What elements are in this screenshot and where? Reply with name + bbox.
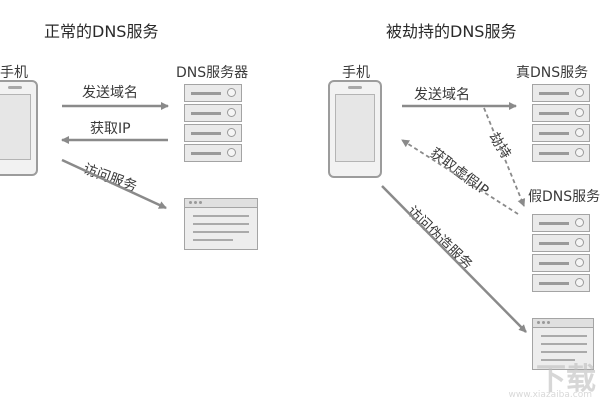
real-dns-server-label: 真DNS服务: [516, 65, 589, 81]
normal-visit-service-arrow: [61, 158, 167, 210]
visit-fake-service-arrow: [381, 185, 527, 333]
get-fake-ip-arrow: [401, 139, 519, 215]
normal-get-ip-label: 获取IP: [90, 121, 131, 137]
normal-dns-server: [184, 84, 242, 168]
normal-phone-label: 手机: [0, 65, 28, 81]
phone-speaker: [348, 86, 362, 89]
normal-send-domain-label: 发送域名: [82, 85, 138, 101]
hijacked-dns-title: 被劫持的DNS服务: [386, 22, 517, 41]
normal-server-label: DNS服务器: [176, 65, 249, 81]
normal-web-service: [184, 198, 258, 250]
hijacked-phone: [328, 80, 382, 178]
phone-screen: [0, 94, 31, 160]
fake-web-service: [532, 318, 594, 370]
hijack-arrow: [483, 107, 526, 207]
fake-dns-server-label: 假DNS服务: [528, 189, 600, 205]
phone-screen: [335, 94, 375, 162]
normal-dns-title: 正常的DNS服务: [44, 22, 159, 41]
phone-speaker: [8, 86, 22, 89]
normal-phone: [0, 80, 38, 176]
watermark-logo: 下载: [536, 362, 596, 397]
watermark-url: www.xiazaiba.com: [508, 390, 592, 400]
real-dns-server: [532, 84, 590, 168]
hijacked-send-domain-label: 发送域名: [414, 87, 470, 103]
hijacked-phone-label: 手机: [342, 65, 370, 81]
fake-dns-server: [532, 214, 590, 298]
